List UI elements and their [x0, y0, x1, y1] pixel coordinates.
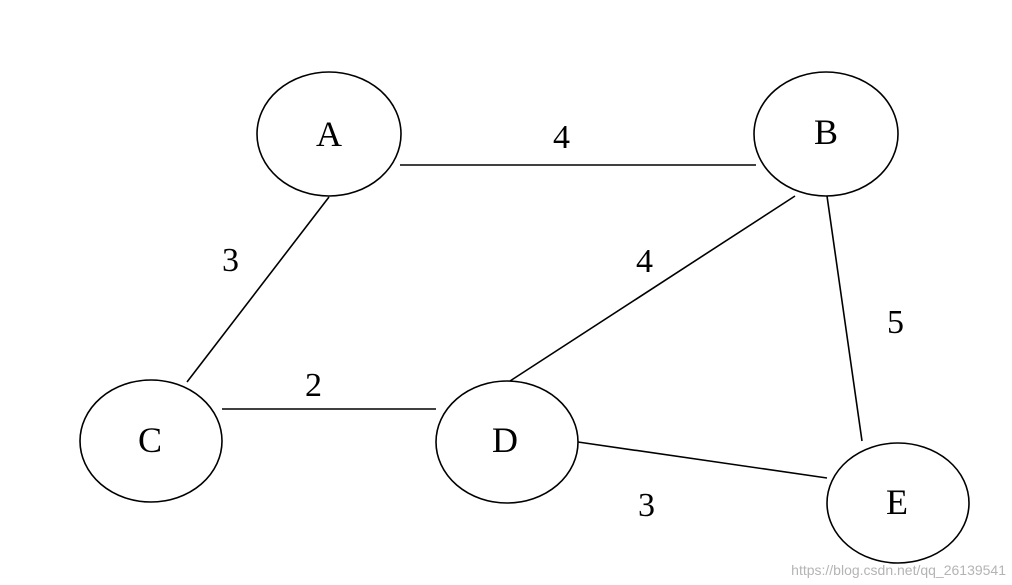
- node-A-label: A: [316, 114, 342, 154]
- watermark-text: https://blog.csdn.net/qq_26139541: [791, 562, 1006, 578]
- edge-B-D: [509, 195, 796, 382]
- node-C-circle: [79, 379, 223, 503]
- node-A: A: [256, 71, 402, 197]
- node-B-label: B: [814, 112, 838, 152]
- edge-weight-A-C: 3: [222, 242, 239, 279]
- edge-weight-C-D: 2: [305, 367, 322, 404]
- node-D-label: D: [492, 420, 518, 460]
- node-D: D: [435, 380, 579, 504]
- edge-labels: 4 3 4 5 2 3: [222, 119, 904, 524]
- node-C-label: C: [138, 420, 162, 460]
- node-B-circle: [753, 71, 899, 197]
- edge-D-E: [577, 441, 828, 479]
- nodes: A B C D E: [79, 71, 970, 564]
- edge-weight-D-E: 3: [638, 487, 655, 524]
- node-D-circle: [435, 380, 579, 504]
- node-C: C: [79, 379, 223, 503]
- edges: [186, 164, 863, 479]
- node-E: E: [826, 442, 970, 564]
- edge-weight-B-E: 5: [887, 304, 904, 341]
- node-E-circle: [826, 442, 970, 564]
- edge-B-E: [826, 195, 863, 442]
- edge-weight-A-B: 4: [553, 119, 570, 156]
- edge-A-C: [186, 196, 330, 383]
- edge-weight-B-D: 4: [636, 243, 653, 280]
- node-E-label: E: [886, 482, 908, 522]
- node-B: B: [753, 71, 899, 197]
- node-A-circle: [256, 71, 402, 197]
